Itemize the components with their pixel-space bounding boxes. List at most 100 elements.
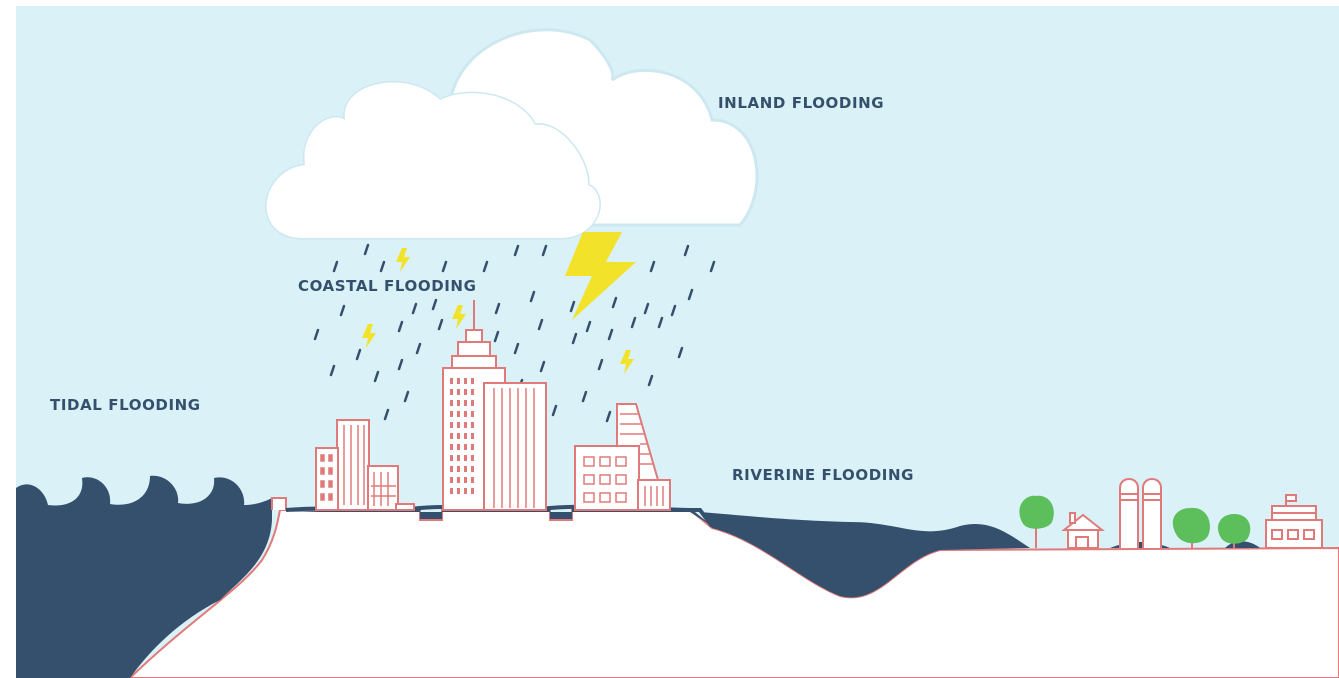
- skyscraper-stripes: [493, 388, 535, 508]
- window: [471, 433, 474, 439]
- window: [464, 422, 467, 428]
- raindrop: [643, 302, 650, 315]
- window: [464, 389, 467, 395]
- window: [450, 411, 453, 417]
- window: [471, 422, 474, 428]
- raindrop: [605, 410, 612, 423]
- window: [464, 488, 467, 494]
- window: [464, 455, 467, 461]
- raindrop: [397, 358, 404, 371]
- window: [457, 433, 460, 439]
- tidal-flooding-label: TIDAL FLOODING: [50, 396, 201, 414]
- window: [464, 433, 467, 439]
- raindrop: [581, 390, 588, 403]
- raindrop: [383, 408, 390, 421]
- office-windows: [583, 413, 664, 506]
- raindrop: [441, 260, 448, 273]
- riverine-flooding-label: RIVERINE FLOODING: [732, 466, 915, 484]
- window: [450, 444, 453, 450]
- raindrop: [494, 302, 501, 315]
- raindrop: [379, 260, 386, 273]
- window: [457, 444, 460, 450]
- window: [450, 389, 453, 395]
- raindrop: [513, 342, 520, 355]
- raindrop: [397, 320, 404, 333]
- small-lightning-icons: [362, 248, 634, 374]
- inland-flooding-label: INLAND FLOODING: [718, 94, 885, 112]
- raindrop: [529, 290, 536, 303]
- house-icon: [1061, 512, 1105, 549]
- seawall: [271, 497, 287, 510]
- raindrop: [597, 358, 604, 371]
- window: [464, 378, 467, 384]
- cloud-icon: [265, 28, 759, 240]
- rain-icon: [313, 243, 716, 423]
- raindrop: [411, 302, 418, 315]
- raindrop: [657, 316, 664, 329]
- window: [464, 411, 467, 417]
- raindrop: [611, 296, 618, 309]
- window: [471, 466, 474, 472]
- raindrop: [415, 342, 422, 355]
- window: [457, 455, 460, 461]
- raindrop: [332, 260, 339, 273]
- silo-icon: [1119, 478, 1162, 548]
- raindrop: [363, 243, 370, 256]
- raindrop: [670, 304, 677, 317]
- window: [450, 455, 453, 461]
- window: [450, 422, 453, 428]
- raindrop: [569, 300, 576, 313]
- window: [471, 477, 474, 483]
- window: [457, 400, 460, 406]
- window: [471, 411, 474, 417]
- skyscraper-windows: [450, 378, 474, 494]
- building-details: [320, 425, 396, 506]
- raindrop: [373, 370, 380, 383]
- tidal-sea: [16, 475, 272, 678]
- raindrop: [339, 304, 346, 317]
- raindrop: [683, 244, 690, 257]
- raindrop: [607, 328, 614, 341]
- raindrop: [630, 316, 637, 329]
- raindrop: [647, 374, 654, 387]
- barn-icon: [1265, 494, 1323, 549]
- window: [457, 477, 460, 483]
- window: [471, 378, 474, 384]
- window: [457, 466, 460, 472]
- raindrop: [677, 346, 684, 359]
- window: [457, 411, 460, 417]
- raindrop: [355, 348, 362, 361]
- raindrop: [493, 330, 500, 343]
- window: [464, 477, 467, 483]
- window: [450, 488, 453, 494]
- coastal-flooding-label: COASTAL FLOODING: [298, 277, 477, 295]
- window: [471, 400, 474, 406]
- raindrop: [403, 390, 410, 403]
- window: [457, 422, 460, 428]
- window: [450, 477, 453, 483]
- raindrop: [437, 318, 444, 331]
- window: [450, 466, 453, 472]
- raindrop: [431, 298, 438, 311]
- raindrop: [649, 260, 656, 273]
- window: [471, 488, 474, 494]
- window: [457, 488, 460, 494]
- raindrop: [513, 244, 520, 257]
- window: [450, 400, 453, 406]
- raindrop: [541, 244, 548, 257]
- raindrop: [585, 320, 592, 333]
- lightning-icon: [565, 232, 636, 320]
- raindrop: [329, 364, 336, 377]
- tree-icon: [1019, 495, 1251, 548]
- river: [700, 512, 1030, 598]
- raindrop: [537, 318, 544, 331]
- raindrop: [482, 260, 489, 273]
- raindrop: [709, 260, 716, 273]
- window: [471, 389, 474, 395]
- raindrop: [571, 332, 578, 345]
- raindrop: [313, 328, 320, 341]
- raindrop: [551, 404, 558, 417]
- window: [464, 400, 467, 406]
- window: [464, 444, 467, 450]
